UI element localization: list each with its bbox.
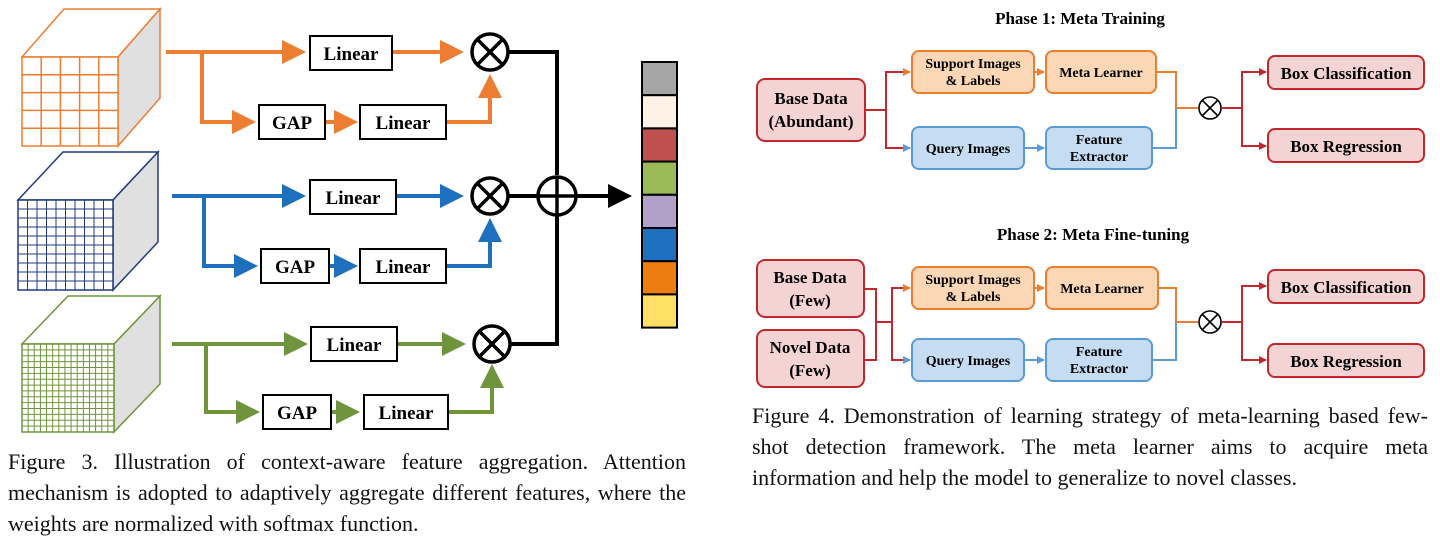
support-label-phase1-line1: Support Images: [925, 57, 1021, 72]
gap-label-2: GAP: [275, 257, 316, 278]
linear-label-1a: Linear: [324, 44, 379, 65]
multiply-icon: [472, 324, 512, 364]
linear-box-3b: [363, 394, 449, 430]
linear-box-2a: [309, 179, 397, 215]
multiply-icon: [1198, 310, 1222, 334]
linear-label-2a: Linear: [326, 188, 381, 209]
gap-box-2: [260, 248, 330, 284]
feature-cube-coarse: [20, 7, 162, 148]
box-regression-phase2: [1267, 343, 1425, 378]
linear-label-3a: Linear: [327, 335, 382, 356]
linear-label-3b: Linear: [379, 403, 434, 424]
feature-extractor-label-phase1-line1: Feature: [1076, 133, 1122, 148]
feature-extractor-label-phase2-line1: Feature: [1076, 345, 1122, 360]
gap-label-1: GAP: [272, 113, 313, 134]
box-classification-phase2: [1267, 269, 1425, 304]
feature-cube-medium: [16, 150, 160, 292]
phase1-title: Phase 1: Meta Training: [995, 9, 1165, 28]
phase2-title: Phase 2: Meta Fine-tuning: [997, 225, 1190, 244]
box-classification-phase1: [1267, 55, 1425, 90]
output-weight-vector: [641, 61, 678, 329]
box-regression-label-phase2: Box Regression: [1290, 352, 1402, 371]
output-vector-cell: [641, 94, 678, 130]
linear-box-1a: [309, 35, 393, 71]
aggregation-paths: [508, 50, 632, 346]
feature-extractor-label-phase1-line2: Extractor: [1070, 150, 1128, 165]
base-data-label-phase1-line1: Base Data: [774, 89, 848, 108]
figure4-caption: Figure 4. Demonstration of learning stra…: [752, 403, 1428, 490]
support-label-phase2-line1: Support Images: [925, 273, 1021, 288]
sum-icon: [536, 175, 578, 217]
support-box-phase2: [911, 266, 1035, 310]
base-data-box-phase2: [756, 259, 865, 318]
feature-extractor-box-phase2: [1045, 338, 1153, 382]
linear-label-2b: Linear: [376, 257, 431, 278]
multiply-icon: [470, 32, 510, 72]
box-classification-label-phase1: Box Classification: [1281, 64, 1412, 83]
output-vector-cell: [641, 61, 678, 97]
gap-label-3: GAP: [277, 403, 318, 424]
gap-box-1: [258, 104, 326, 140]
branch-blue: [172, 184, 502, 278]
gap-box-3: [262, 394, 332, 430]
query-box-phase2: [911, 338, 1025, 382]
support-label-phase1-line2: & Labels: [946, 74, 1001, 89]
base-data-label-phase1-line2: (Abundant): [768, 112, 853, 131]
novel-data-label-phase2-line1: Novel Data: [770, 338, 851, 357]
linear-label-1b: Linear: [376, 113, 431, 134]
box-classification-label-phase2: Box Classification: [1281, 278, 1412, 297]
figure3-caption: Figure 3. Illustration of context-aware …: [8, 449, 686, 536]
meta-learner-box-phase1: [1045, 50, 1157, 94]
novel-data-box-phase2: [756, 329, 865, 388]
base-data-label-phase2-line1: Base Data: [773, 268, 847, 287]
box-regression-phase1: [1267, 128, 1425, 163]
query-box-phase1: [911, 126, 1025, 170]
output-vector-cell: [641, 160, 678, 196]
multiply-icon: [470, 176, 510, 216]
base-data-box-phase1: [756, 78, 866, 142]
meta-learner-label-phase2: Meta Learner: [1060, 282, 1144, 297]
output-vector-cell: [641, 193, 678, 230]
support-box-phase1: [911, 50, 1035, 94]
meta-learner-box-phase2: [1045, 266, 1159, 310]
linear-box-3a: [310, 326, 398, 362]
figure3: Linear GAP Linear Linear GAP Linear Line…: [16, 7, 678, 434]
query-label-phase2: Query Images: [926, 354, 1011, 369]
linear-box-1b: [359, 104, 447, 140]
novel-data-label-phase2-line2: (Few): [789, 361, 831, 380]
query-label-phase1: Query Images: [926, 142, 1011, 157]
feature-extractor-label-phase2-line2: Extractor: [1070, 362, 1128, 377]
box-regression-label-phase1: Box Regression: [1290, 137, 1402, 156]
meta-learner-label-phase1: Meta Learner: [1059, 66, 1143, 81]
figure4: Phase 1: Meta Training Base Data (Abunda…: [756, 9, 1425, 388]
output-vector-cell: [641, 127, 678, 163]
multiply-icon: [1198, 96, 1222, 120]
support-label-phase2-line2: & Labels: [946, 290, 1001, 305]
branch-orange: [166, 40, 502, 134]
feature-extractor-box-phase1: [1045, 126, 1153, 170]
output-vector-cell: [641, 293, 678, 329]
base-data-label-phase2-line2: (Few): [789, 291, 831, 310]
linear-box-2b: [359, 248, 447, 284]
feature-cube-fine: [20, 294, 162, 434]
output-vector-cell: [641, 260, 678, 296]
output-vector-cell: [641, 227, 678, 263]
branch-green: [172, 332, 504, 424]
